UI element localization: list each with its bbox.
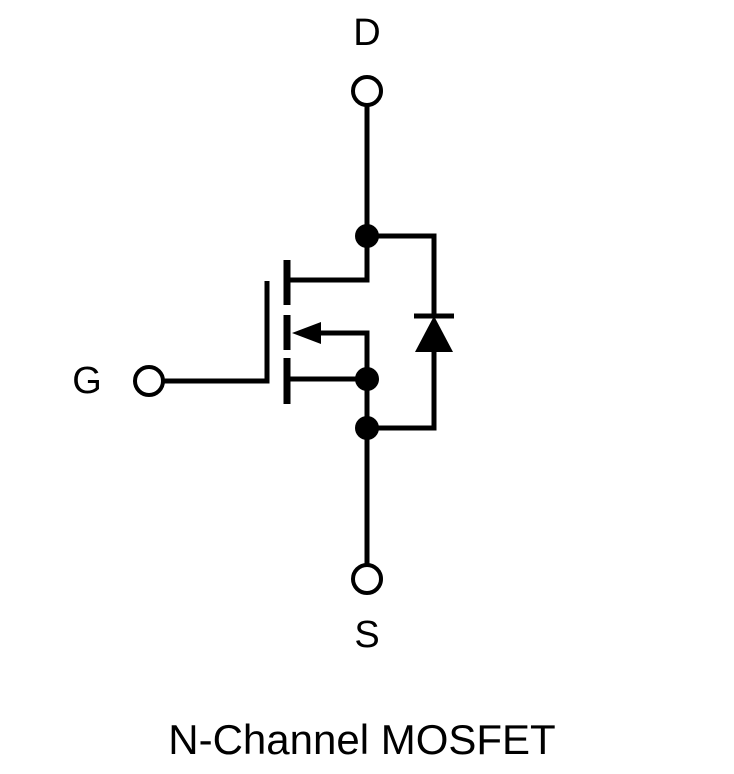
body-diode-triangle — [415, 316, 453, 352]
drain-junction-dot — [355, 224, 379, 248]
diagram-caption: N-Channel MOSFET — [168, 716, 555, 763]
diode-top-wire — [367, 233, 437, 316]
drain-label: D — [353, 12, 380, 54]
body-wire — [318, 330, 370, 379]
drain-channel-wire — [290, 236, 370, 283]
body-junction-dot — [355, 367, 379, 391]
body-arrow — [292, 322, 321, 344]
gate-lead — [162, 281, 270, 384]
diode-bottom-wire — [367, 352, 437, 431]
source-label: S — [354, 614, 379, 656]
source-terminal — [351, 563, 383, 595]
gate-terminal — [133, 365, 165, 397]
source-junction-dot — [355, 416, 379, 440]
drain-terminal — [351, 75, 383, 107]
gate-label: G — [72, 360, 102, 402]
